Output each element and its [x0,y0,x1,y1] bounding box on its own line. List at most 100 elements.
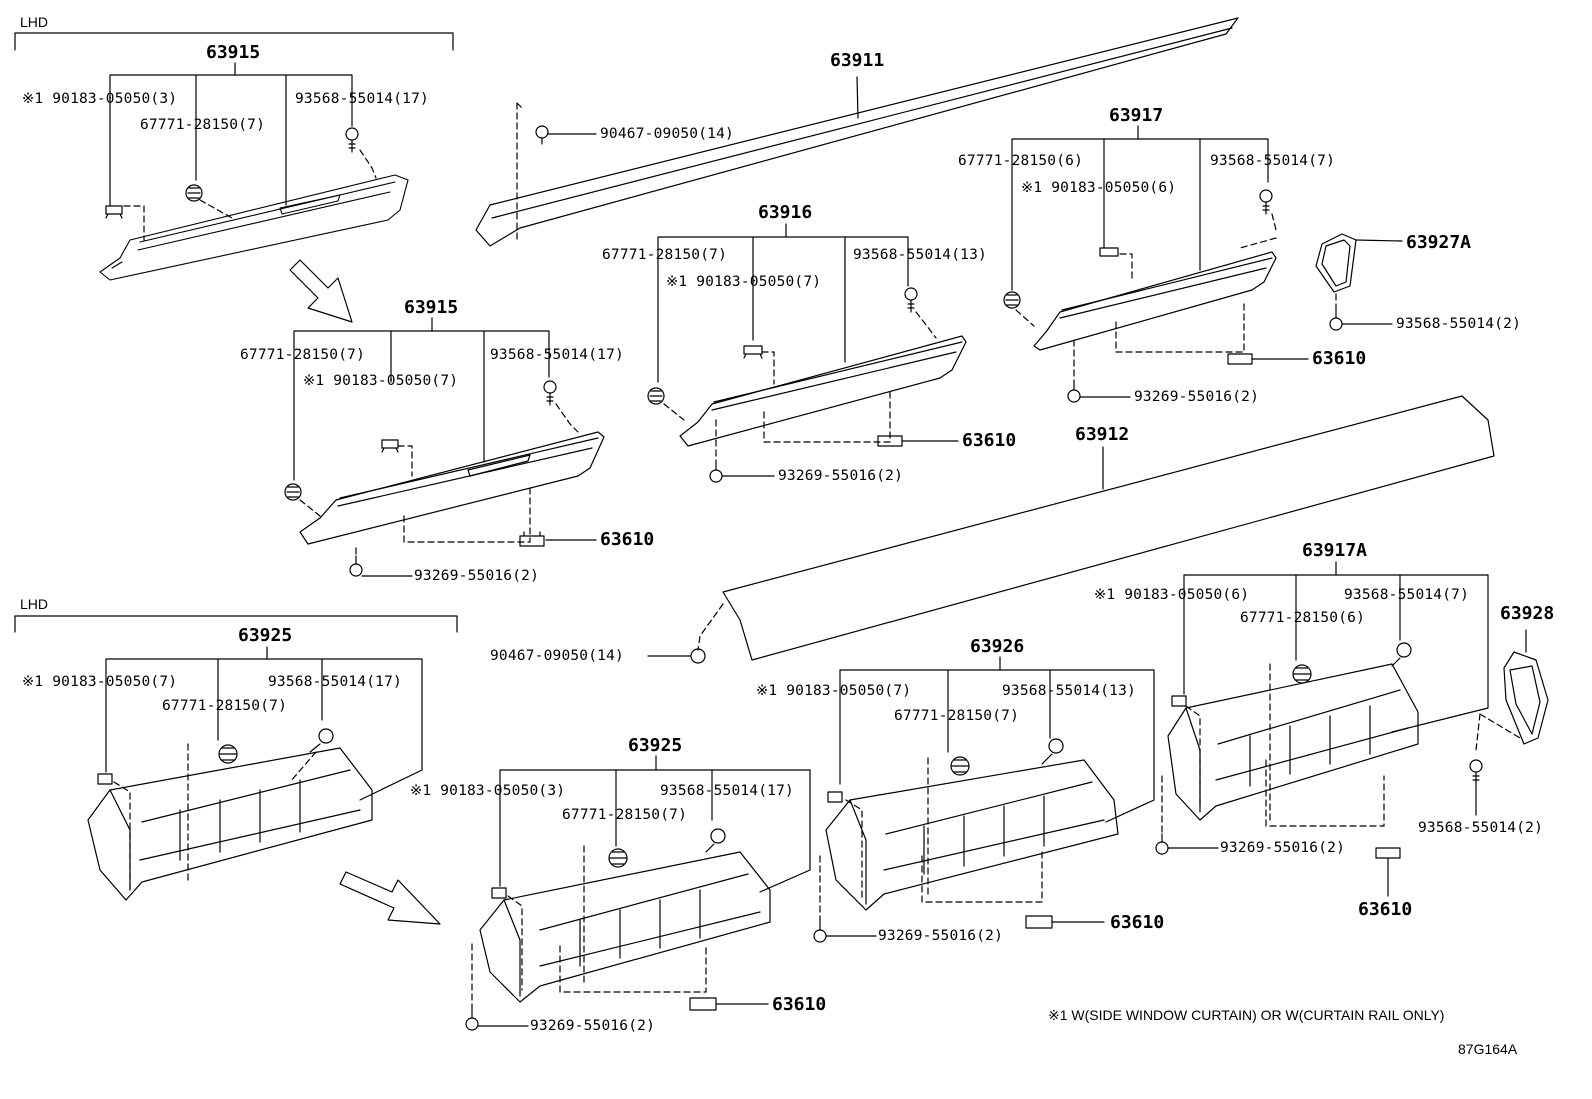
part-label: 93568-55014(13) [853,247,987,263]
lhd-bracket-upper [14,32,454,51]
part-label: 93269-55016(2) [1134,389,1260,405]
part-label: 67771-28150(7) [240,347,366,363]
part-label: 93269-55016(2) [778,468,904,484]
clip-icons-63926 [813,738,1064,943]
part-label-63610: 63610 [1358,899,1413,920]
part-label: 67771-28150(7) [562,807,688,823]
part-label: 93568-55014(17) [660,783,794,799]
part-label: ※1 90183-05050(7) [22,674,178,690]
clip-icons-63917 [1003,189,1273,403]
part-63927a [1315,233,1403,331]
part-label: 93568-55014(2) [1418,820,1544,836]
part-label: 67771-28150(6) [1240,610,1366,626]
part-label: ※1 90183-05050(3) [22,91,178,107]
dash-63915-upper [123,149,377,241]
callout-63925-lower [499,755,811,893]
part-label-63610: 63610 [600,529,655,550]
lhd-bracket-lower [14,615,458,633]
part-63928 [1469,629,1549,816]
part-label: 93269-55016(2) [1220,840,1346,856]
diagram-id: 87G164A [1458,1041,1518,1057]
part-label: 67771-28150(7) [140,117,266,133]
clip-icons-63917a [1155,642,1412,859]
panel-63912 [722,395,1495,661]
dash-63925-lower [471,845,707,1011]
dash-63928 [1475,713,1521,751]
group-label-63925-upper: 63925 [238,625,293,646]
garnish-63915-lower [299,431,605,545]
part-label-63610: 63610 [1312,348,1367,369]
garnish-63917 [1033,251,1277,351]
frame-63925-lower [479,851,771,1003]
part-label: 67771-28150(6) [958,153,1084,169]
group-label-63917a: 63917A [1302,540,1368,561]
part-label: ※1 90183-05050(7) [666,274,822,290]
callout-63916 [657,223,909,383]
clip-icons-63925-upper [97,728,334,785]
part-label: 90467-09050(14) [490,648,624,664]
group-label-63925-lower: 63925 [628,735,683,756]
part-label: 67771-28150(7) [162,698,288,714]
clip-63912 [647,648,706,664]
dash-63926 [819,757,1043,923]
part-label: 93568-55014(2) [1396,316,1522,332]
dash-63911 [516,102,523,241]
group-label-63928: 63928 [1500,603,1555,624]
part-label: ※1 90183-05050(6) [1021,180,1177,196]
part-label: 67771-28150(7) [602,247,728,263]
dash-63912 [697,603,724,651]
part-label: 93568-55014(7) [1344,587,1470,603]
leader-lines [361,133,1389,1027]
dash-63915-lower [299,403,579,557]
group-label-63926: 63926 [970,636,1025,657]
part-label: 93568-55014(17) [295,91,429,107]
part-label: 93568-55014(13) [1002,683,1136,699]
part-label: ※1 90183-05050(7) [303,373,459,389]
part-label: 93568-55014(17) [268,674,402,690]
part-label: 93568-55014(7) [1210,153,1336,169]
part-label: 90467-09050(14) [600,126,734,142]
callout-63925-upper [105,646,423,801]
arrow-lower [339,871,441,925]
clip-icons-63915-lower [284,380,557,577]
dash-63916 [663,311,937,463]
part-label-63610: 63610 [962,430,1017,451]
frame-63925-upper [87,747,373,901]
callout-63915-lower [293,317,550,481]
callout-63915-upper [109,62,353,206]
callout-63926 [839,656,1155,823]
callout-63917a [1183,561,1489,733]
molding-63911 [475,17,1239,247]
part-label: 93568-55014(17) [490,347,624,363]
part-label-63610: 63610 [1110,912,1165,933]
part-label: 93269-55016(2) [414,568,540,584]
group-label-63911: 63911 [830,50,885,71]
group-label-63915-upper: 63915 [206,42,261,63]
dash-63917 [1015,213,1277,383]
part-label-63610: 63610 [772,994,827,1015]
frame-63917a [1167,663,1419,821]
footnote: ※1 W(SIDE WINDOW CURTAIN) OR W(CURTAIN R… [1048,1007,1445,1023]
part-label: ※1 90183-05050(3) [410,783,566,799]
part-label: 93269-55016(2) [878,928,1004,944]
part-label: 93269-55016(2) [530,1018,656,1034]
callout-63917 [1011,125,1269,291]
clip-icons-63925-lower [465,828,726,1031]
dash-63917a [1161,663,1385,835]
arrow-upper [289,259,353,323]
part-label: 67771-28150(7) [894,708,1020,724]
lhd-label-lower: LHD [20,596,49,612]
part-label: ※1 90183-05050(7) [756,683,912,699]
group-label-63917: 63917 [1109,105,1164,126]
part-label: ※1 90183-05050(6) [1094,587,1250,603]
dash-63925-upper [113,743,317,891]
garnish-63916 [679,335,967,447]
garnish-63915-upper [99,174,409,281]
lhd-label-upper: LHD [20,14,49,30]
group-label-63915-lower: 63915 [404,297,459,318]
clip-icons-63915-upper [105,127,359,219]
group-label-63916: 63916 [758,202,813,223]
group-label-63927a: 63927A [1406,232,1472,253]
